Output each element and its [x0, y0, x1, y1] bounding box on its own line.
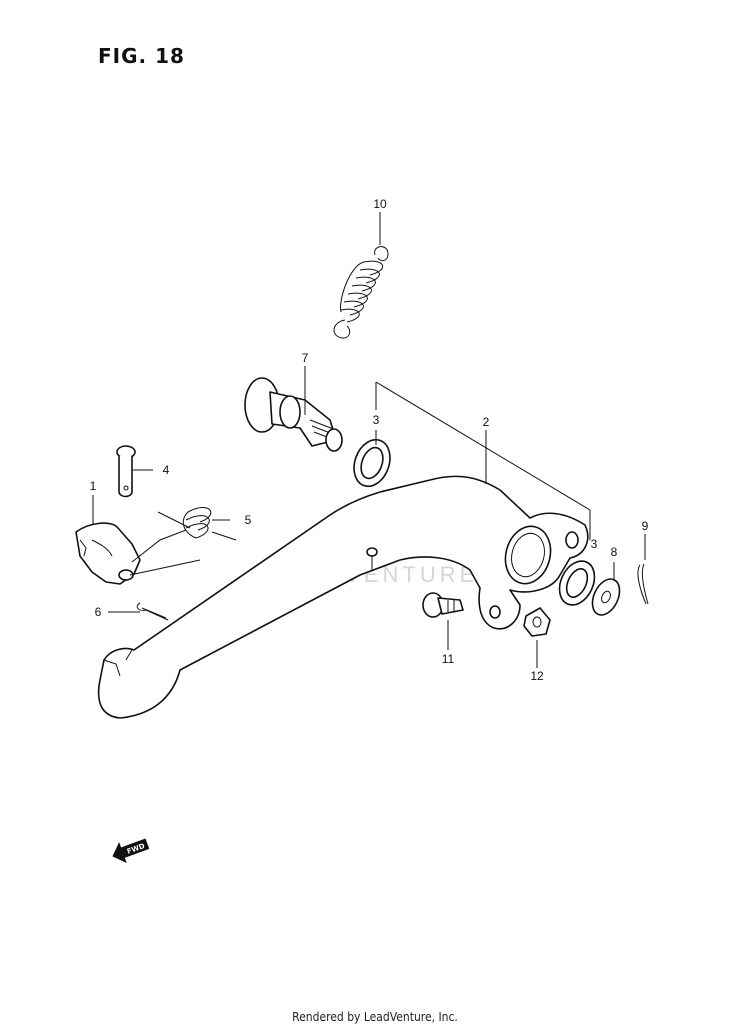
brake-pedal-part-2[interactable] — [97, 475, 589, 719]
callout-labels: 10 7 3 2 4 1 5 3 9 8 6 11 12 — [90, 197, 649, 683]
figure-title: FIG. 18 — [98, 44, 185, 68]
callout-3-lower: 3 — [591, 537, 598, 551]
nut-part-12[interactable] — [523, 607, 551, 637]
bracket-part-1[interactable] — [75, 522, 141, 585]
callout-3-upper: 3 — [373, 413, 380, 427]
callout-4: 4 — [163, 463, 170, 477]
callout-10: 10 — [373, 197, 387, 211]
leader-lines — [92, 212, 646, 668]
cotter-pin-part-9[interactable] — [637, 563, 649, 605]
callout-6: 6 — [95, 605, 102, 619]
seal-part-3-lower[interactable] — [553, 555, 601, 610]
callout-9: 9 — [642, 519, 649, 533]
seal-part-3-upper[interactable] — [348, 435, 396, 492]
pivot-bolt-part-7[interactable] — [244, 377, 343, 452]
callout-12: 12 — [530, 669, 544, 683]
callout-11: 11 — [442, 652, 455, 666]
fwd-label: FWD — [126, 842, 146, 856]
callout-8: 8 — [611, 545, 618, 559]
bolt-part-11[interactable] — [422, 592, 464, 618]
return-spring-part-5[interactable] — [157, 507, 237, 541]
callout-2: 2 — [483, 415, 490, 429]
cotter-pin-part-6[interactable] — [136, 602, 169, 621]
callout-1: 1 — [90, 479, 97, 493]
footer-credit: Rendered by LeadVenture, Inc. — [292, 1010, 458, 1024]
callout-5: 5 — [245, 513, 252, 527]
washer-part-8[interactable] — [587, 575, 625, 620]
clevis-pin-part-4[interactable] — [116, 445, 136, 498]
fwd-arrow-icon: FWD — [112, 838, 150, 864]
spring-part-10[interactable] — [333, 246, 389, 339]
callout-7: 7 — [302, 351, 309, 365]
